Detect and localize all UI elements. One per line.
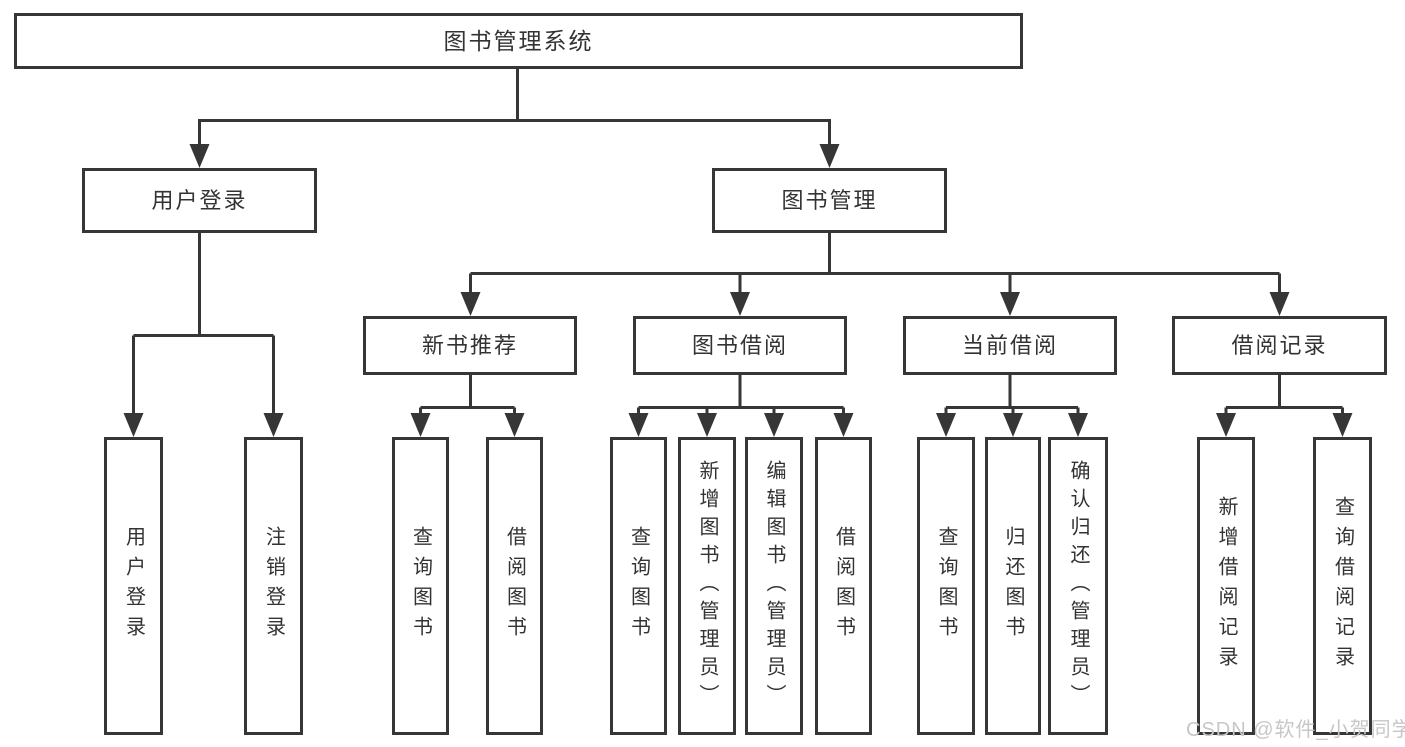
watermark: CSDN @软件_小贺同学 (1186, 719, 1405, 741)
node-new-book-recommend: 新书推荐 (363, 316, 577, 375)
node-current-borrow: 当前借阅 (903, 316, 1117, 375)
leaf-edit-books-admin: 编辑图书（管理员） (745, 437, 803, 735)
node-book-management: 图书管理 (712, 168, 947, 233)
leaf-return-books: 归还图书 (985, 437, 1041, 735)
node-borrow-records: 借阅记录 (1172, 316, 1387, 375)
leaf-recommend-borrow-books: 借阅图书 (486, 437, 543, 735)
leaf-logout: 注销登录 (244, 437, 303, 735)
leaf-current-query-books: 查询图书 (917, 437, 975, 735)
leaf-confirm-return-admin: 确认归还（管理员） (1048, 437, 1108, 735)
node-user-login: 用户登录 (82, 168, 317, 233)
leaf-borrow-books: 借阅图书 (815, 437, 872, 735)
node-root: 图书管理系统 (14, 13, 1023, 69)
node-book-borrow: 图书借阅 (633, 316, 847, 375)
leaf-user-login: 用户登录 (104, 437, 163, 735)
leaf-recommend-query-books: 查询图书 (392, 437, 449, 735)
leaf-add-borrow-record: 新增借阅记录 (1197, 437, 1255, 735)
leaf-borrow-query-books: 查询图书 (610, 437, 667, 735)
leaf-add-books-admin: 新增图书（管理员） (678, 437, 736, 735)
leaf-query-borrow-record: 查询借阅记录 (1313, 437, 1372, 735)
